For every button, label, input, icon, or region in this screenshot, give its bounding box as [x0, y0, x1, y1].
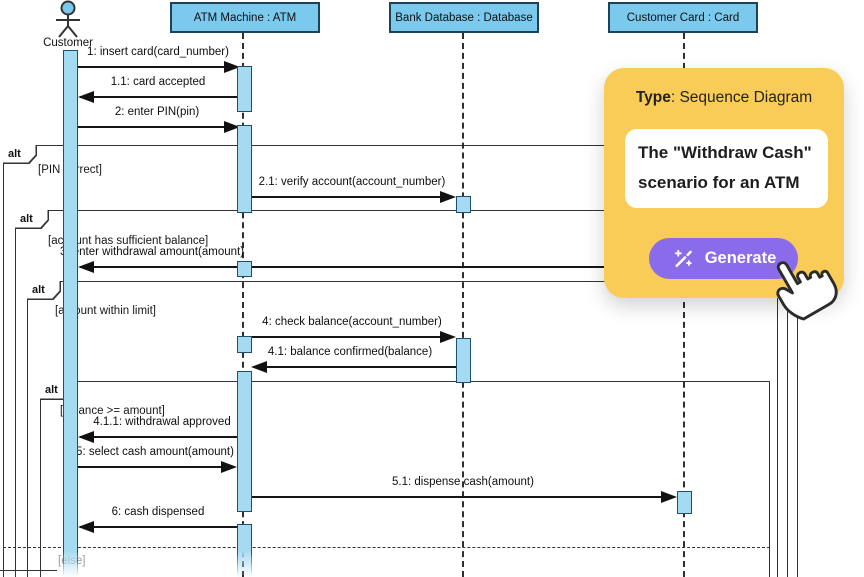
lifeline-head-atm: ATM Machine : ATM — [170, 2, 320, 33]
message-line-1 — [78, 66, 240, 68]
activation-atm-2 — [237, 125, 252, 213]
lifeline-head-bank-label: Bank Database : Database — [395, 11, 533, 24]
message-label-2-1: 2.1: verify account(account_number) — [258, 176, 446, 188]
alt-else-separator — [3, 547, 770, 548]
message-line-2-1 — [251, 196, 441, 198]
alt-fragment-1 — [3, 145, 798, 577]
alt-fragment-2 — [15, 210, 788, 577]
arrowhead-6 — [78, 521, 94, 533]
message-label-4: 4: check balance(account_number) — [262, 316, 442, 328]
message-label-4-1: 4.1: balance confirmed(balance) — [267, 346, 433, 358]
message-label-5: 5: select cash amount(amount) — [76, 446, 234, 458]
message-line-4 — [251, 336, 441, 338]
arrowhead-3 — [78, 261, 94, 273]
message-label-2: 2: enter PIN(pin) — [114, 106, 200, 118]
arrowhead-2 — [224, 121, 240, 133]
arrowhead-5-1 — [661, 491, 677, 503]
promo-title: Type: Sequence Diagram — [604, 89, 844, 107]
lifeline-head-bank-database: Bank Database : Database — [389, 2, 539, 33]
message-line-2 — [78, 126, 240, 128]
alt-operator-tag-1: alt — [3, 145, 37, 164]
fragment-edge-line — [0, 570, 57, 571]
alt-fragment-3 — [27, 281, 778, 577]
message-label-4-1-1: 4.1.1: withdrawal approved — [93, 416, 231, 428]
actor-stick-figure — [56, 0, 80, 38]
guard-sufficient-balance: [account has sufficient balance] — [48, 235, 209, 247]
arrowhead-4-1-1 — [78, 431, 94, 443]
lifeline-head-card-label: Customer Card : Card — [626, 11, 740, 24]
arrowhead-1 — [224, 61, 240, 73]
message-label-1: 1: insert card(card_number) — [87, 46, 229, 58]
alt-fragment-4 — [40, 381, 770, 577]
activation-atm-5 — [237, 371, 252, 512]
promo-description-box — [625, 129, 828, 208]
activation-bank-2 — [456, 338, 471, 383]
lifeline-head-atm-label: ATM Machine : ATM — [193, 11, 297, 24]
message-label-1-1: 1.1: card accepted — [110, 76, 206, 88]
activation-atm-4 — [237, 336, 252, 353]
arrowhead-2-1 — [440, 191, 456, 203]
alt-operator-tag-3: alt — [27, 281, 61, 300]
generate-button[interactable]: Generate — [649, 238, 798, 279]
activation-card-1 — [677, 491, 692, 514]
arrowhead-4-1 — [251, 361, 267, 373]
guard-balance-ge-amount: [balance >= amount] — [60, 405, 165, 417]
message-label-3: 3: enter withdrawal amount(amount) — [59, 246, 245, 258]
generate-button-label: Generate — [704, 249, 777, 267]
lifeline-customer-card — [683, 33, 685, 577]
message-line-5-1 — [251, 496, 662, 498]
arrowhead-1-1 — [78, 91, 94, 103]
guard-amount-within-limit: [amount within limit] — [55, 305, 156, 317]
lifeline-bank-database — [462, 33, 464, 577]
message-line-1-1 — [80, 96, 240, 98]
promo-description: The "Withdraw Cash" scenario for an ATM — [638, 143, 812, 192]
hand-pointer-icon — [776, 261, 838, 321]
magic-wand-icon — [674, 249, 692, 268]
arrowhead-5 — [221, 461, 237, 473]
activation-atm-6 — [237, 524, 252, 577]
promo-title-value: : Sequence Diagram — [670, 89, 813, 106]
lifeline-head-customer-card: Customer Card : Card — [608, 2, 758, 33]
message-line-5 — [78, 466, 222, 468]
message-label-5-1: 5.1: dispense cash(amount) — [392, 476, 534, 488]
activation-atm-3 — [237, 261, 252, 277]
promo-title-type: Type — [635, 89, 671, 106]
message-line-4-1 — [267, 366, 456, 368]
message-line-6 — [80, 526, 237, 528]
message-line-4-1-1 — [80, 436, 237, 438]
message-label-6: 6: cash dispensed — [111, 506, 205, 518]
arrowhead-4 — [440, 331, 456, 343]
activation-customer — [63, 50, 78, 577]
message-line-3 — [80, 266, 790, 268]
activation-atm-1 — [237, 66, 252, 112]
lifeline-atm — [242, 33, 244, 577]
alt-operator-tag-2: alt — [15, 210, 49, 229]
activation-bank-1 — [456, 196, 471, 213]
actor-label: Customer — [43, 37, 93, 49]
